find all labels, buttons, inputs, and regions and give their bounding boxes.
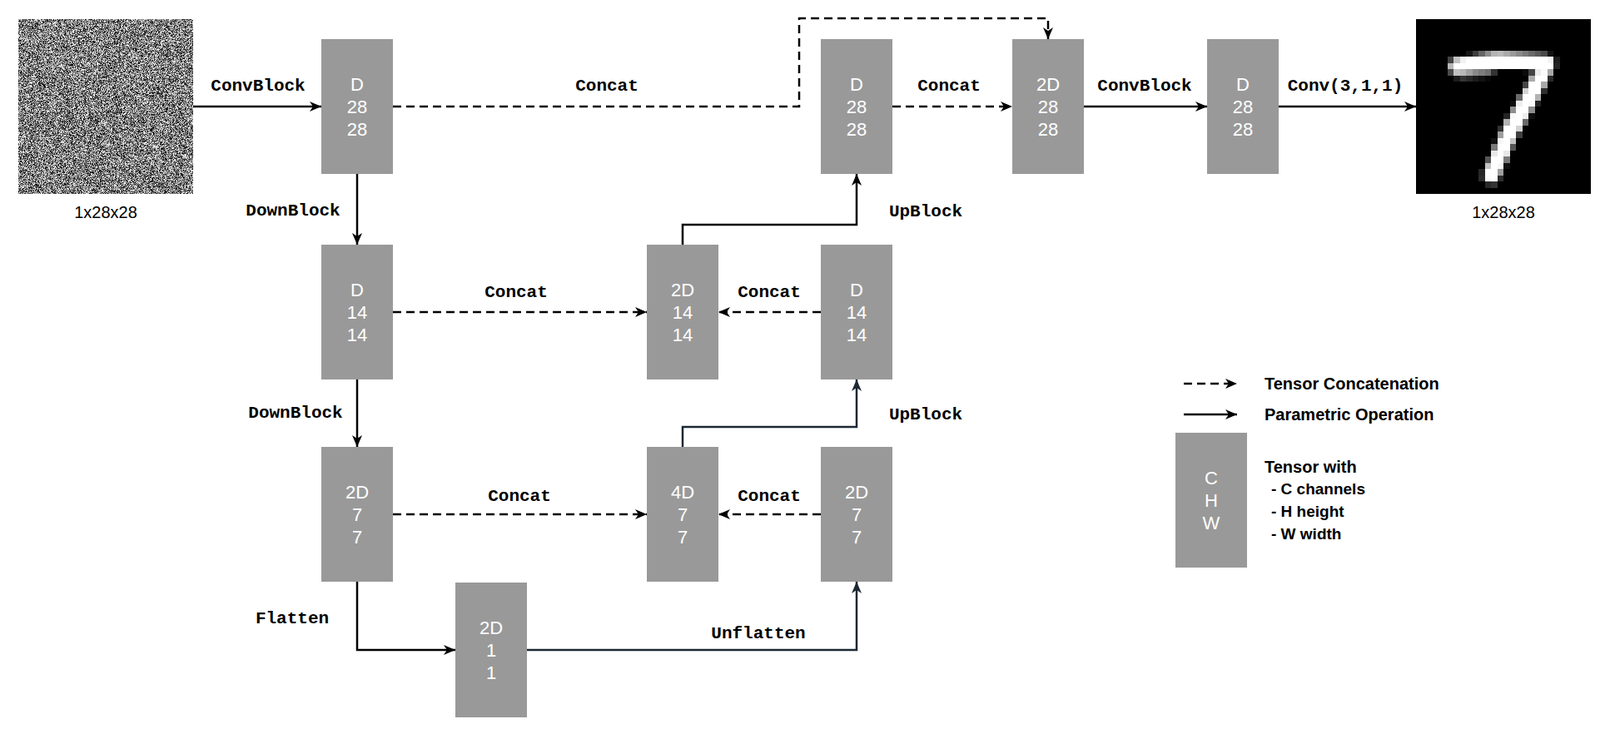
operation-label: UpBlock [886, 405, 965, 426]
tensor-dims: D 28 28 [347, 73, 368, 141]
tensor-box: 2D 28 28 [1012, 39, 1084, 174]
operation-connector [357, 581, 456, 651]
operation-label: Conv(3,1,1) [1285, 76, 1407, 97]
operation-connector [526, 581, 857, 651]
concat-connector [392, 18, 1049, 107]
legend-bullet: - H height [1271, 501, 1345, 522]
legend-bullet: - C channels [1271, 479, 1366, 500]
legend-text: Tensor Concatenation [1264, 373, 1440, 394]
tensor-dims: D 14 14 [846, 278, 867, 347]
operation-label: Concat [485, 486, 554, 507]
tensor-dims: D 28 28 [846, 73, 867, 141]
operation-label: Flatten [253, 609, 332, 630]
operation-label: ConvBlock [208, 76, 308, 97]
tensor-box: D 14 14 [820, 244, 893, 380]
tensor-image: 1x28x28 [1416, 19, 1591, 223]
operation-label: Concat [572, 76, 641, 97]
legend-solid-arrow [1183, 413, 1238, 417]
legend-dims: C H W [1202, 467, 1221, 535]
tensor-box: 4D 7 7 [646, 447, 719, 582]
tensor-box: D 28 28 [820, 39, 893, 174]
tensor-dims: 2D 1 1 [479, 616, 503, 685]
shape-caption: 1x28x28 [74, 202, 138, 223]
operation-label: UpBlock [886, 202, 965, 223]
noise-image [18, 19, 194, 194]
concat-connector [392, 311, 647, 314]
tensor-dims: 4D 7 7 [670, 481, 695, 549]
operation-connector [1278, 105, 1417, 109]
legend-text: Tensor with [1264, 457, 1357, 478]
tensor-box: D 28 28 [1207, 39, 1279, 174]
tensor-box: 2D 7 7 [820, 447, 893, 582]
operation-label: Concat [735, 486, 804, 507]
digit-image [1416, 19, 1591, 194]
tensor-dims: 2D 28 28 [1036, 73, 1060, 141]
tensor-image: 1x28x28 [18, 19, 194, 223]
concat-connector [392, 513, 647, 517]
tensor-dims: 2D 14 14 [670, 278, 695, 347]
operation-label: DownBlock [245, 403, 345, 424]
legend-tensor-box: C H W [1175, 432, 1248, 568]
operation-label: Unflatten [708, 624, 808, 645]
concat-connector [718, 513, 821, 517]
legend-bullet: - W width [1271, 524, 1342, 545]
shape-caption: 1x28x28 [1471, 202, 1536, 223]
tensor-box: 2D 7 7 [321, 447, 393, 582]
operation-connector [193, 105, 322, 109]
operation-connector [356, 173, 359, 245]
operation-label: Concat [914, 76, 984, 97]
tensor-box: 2D 1 1 [455, 582, 527, 718]
operation-connector [356, 379, 359, 448]
legend-dashed-arrow [1183, 382, 1238, 386]
tensor-dims: D 14 14 [347, 278, 368, 347]
tensor-box: D 28 28 [321, 39, 393, 174]
legend-text: Parametric Operation [1264, 404, 1434, 425]
tensor-dims: 2D 7 7 [844, 481, 869, 549]
operation-label: Concat [481, 283, 551, 304]
operation-label: DownBlock [243, 201, 343, 222]
operation-label: Concat [735, 283, 804, 304]
operation-connector [682, 379, 857, 448]
tensor-dims: D 28 28 [1232, 73, 1253, 141]
tensor-box: 2D 14 14 [646, 244, 719, 380]
tensor-dims: 2D 7 7 [345, 481, 369, 549]
concat-connector [718, 311, 821, 314]
operation-connector [1083, 105, 1208, 109]
tensor-box: D 14 14 [321, 244, 393, 380]
operation-connector [682, 173, 857, 245]
concat-connector [892, 105, 1013, 109]
operation-label: ConvBlock [1094, 76, 1194, 97]
